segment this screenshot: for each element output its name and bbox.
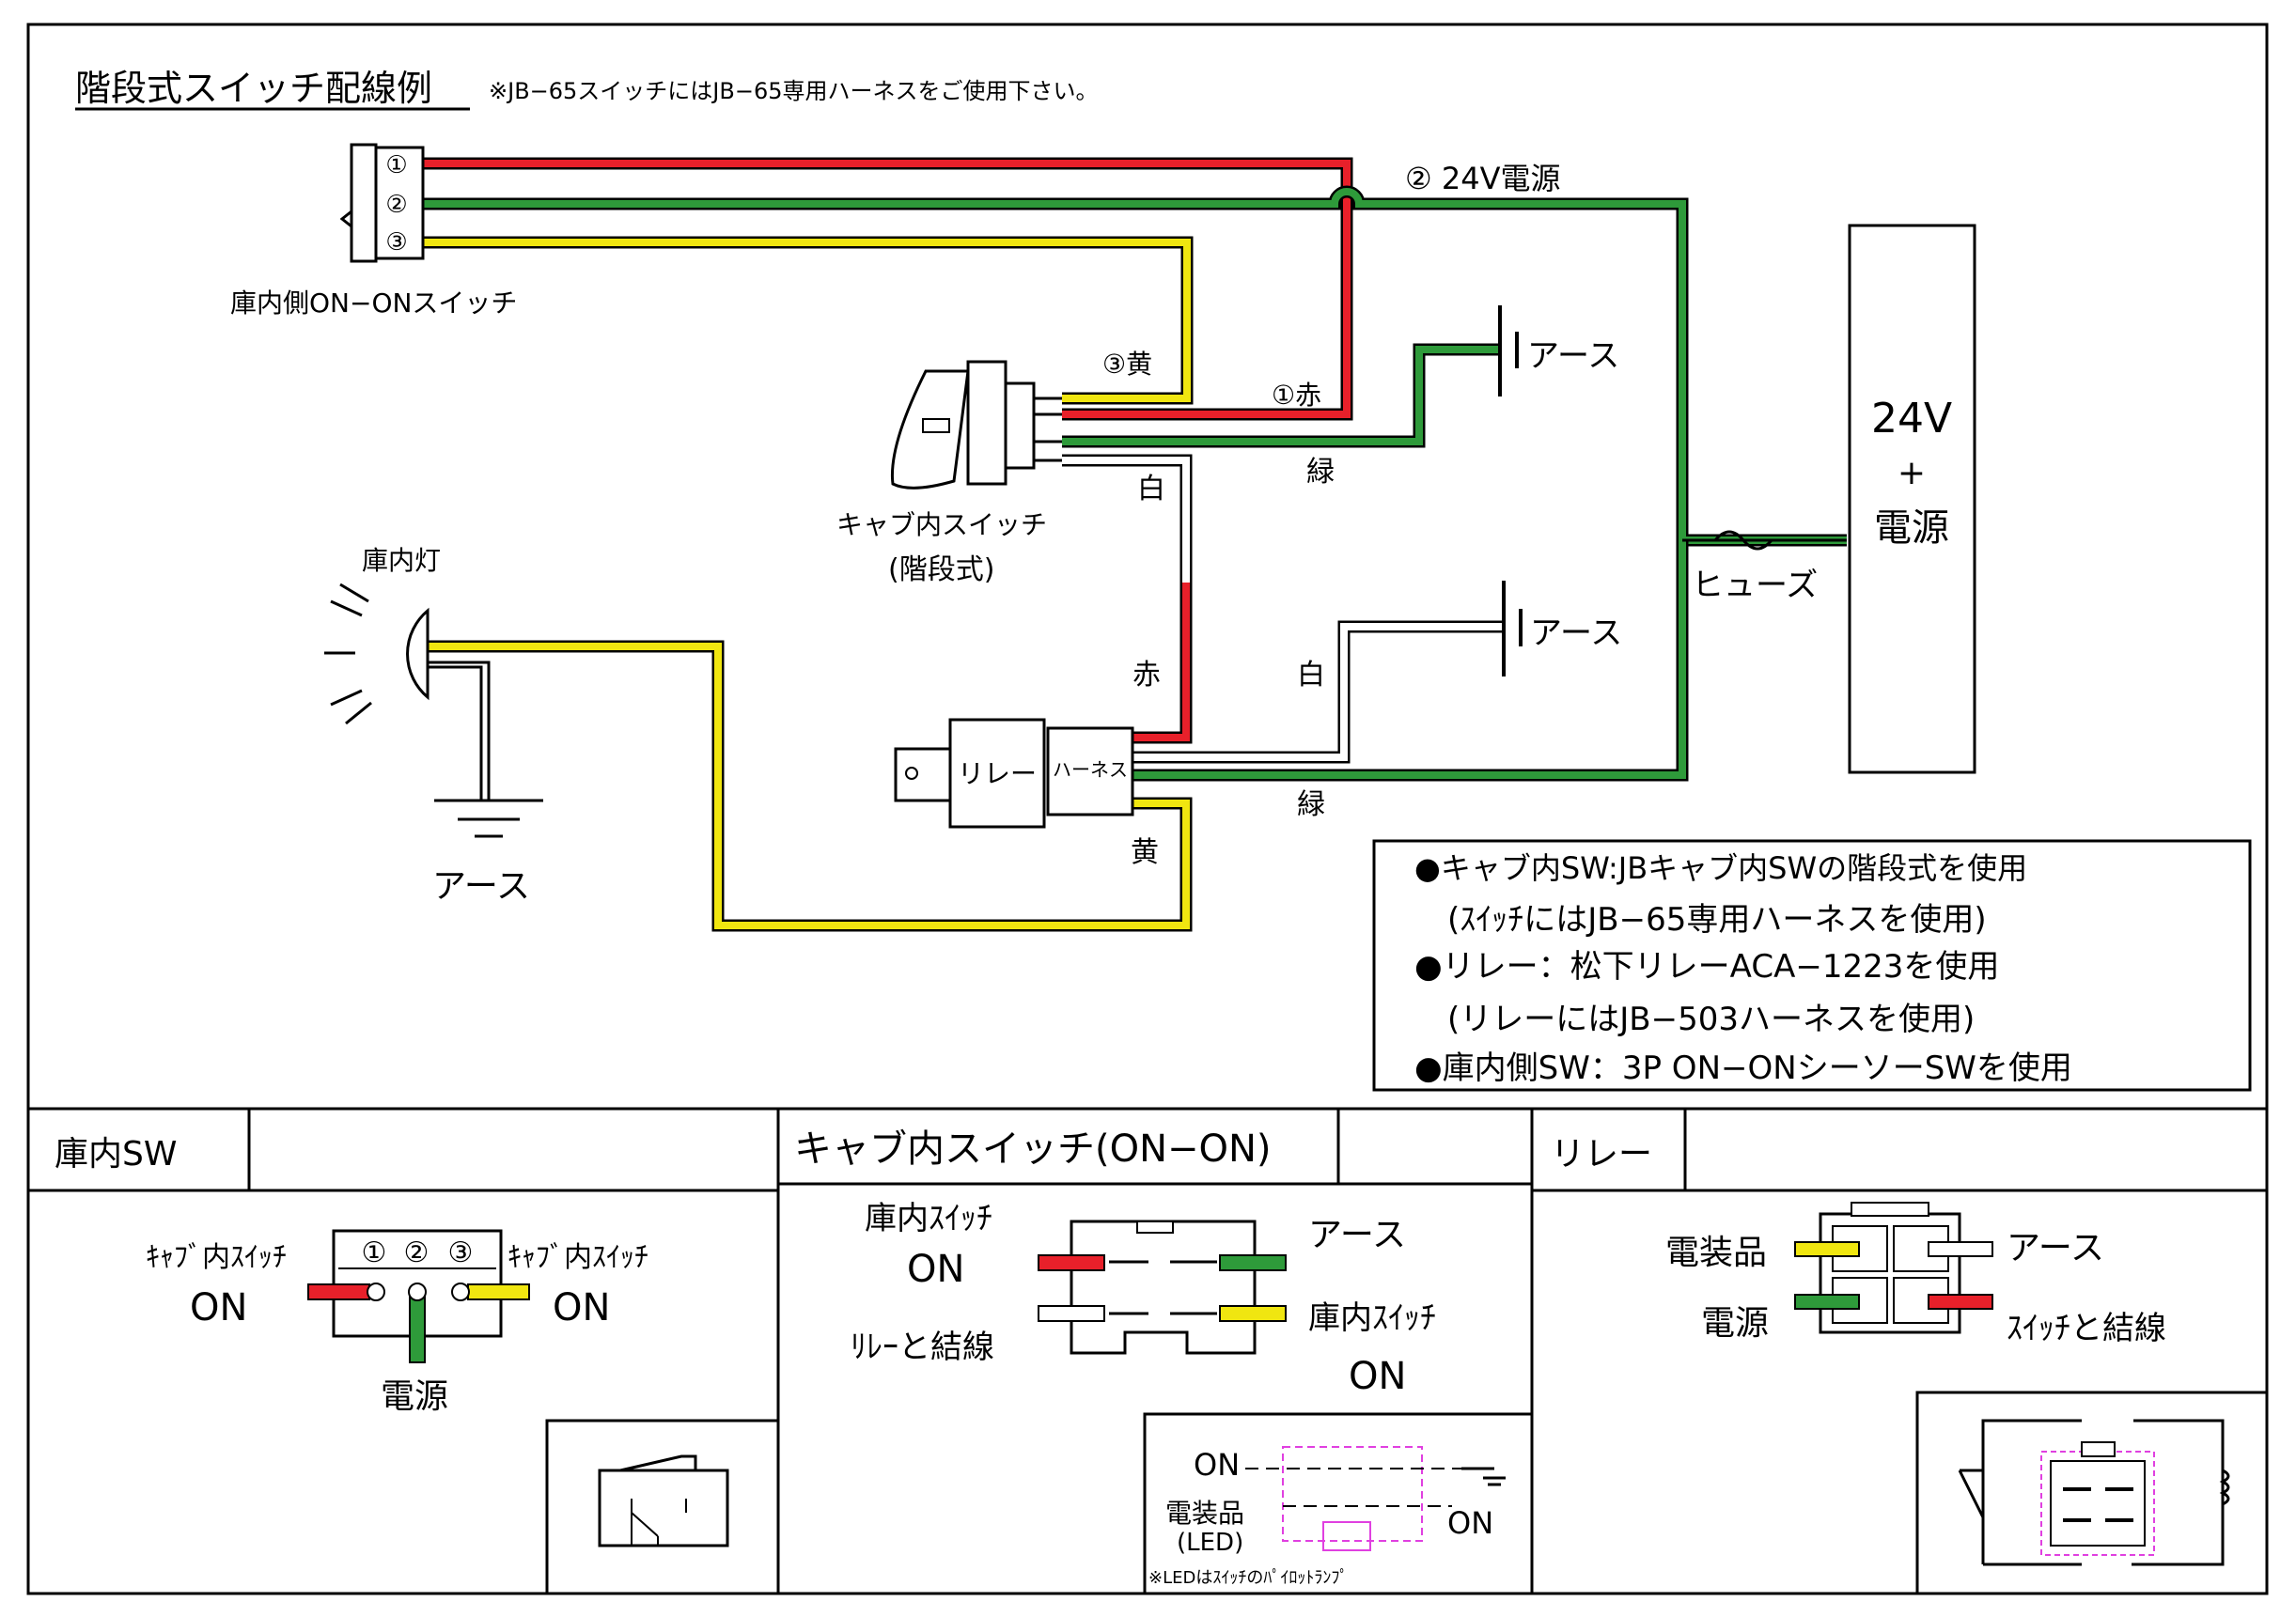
panel-left-title: 庫内SW: [55, 1135, 177, 1174]
panel-middle-br-label: 庫内ｽｲｯﾁ: [1308, 1299, 1436, 1337]
note-line-3: ●リレー：松下リレーACA−1223を使用: [1414, 948, 1999, 986]
ground-label-2: アース: [1530, 614, 1622, 652]
panel-middle-green-wire: [1219, 1254, 1287, 1271]
inset-note: ※LEDはｽｲｯﾁのﾊﾟｲﾛｯﾄﾗﾝﾌﾟ: [1148, 1568, 1348, 1588]
panel-left-red-wire: [307, 1283, 370, 1300]
wire-white-relay: [1062, 454, 1193, 744]
panel-middle-bl-label: ﾘﾚｰと結線: [851, 1329, 994, 1366]
cab-switch-label: キャブ内スイッチ: [836, 509, 1047, 540]
panel-left-pin-2: ②: [404, 1236, 430, 1269]
label-red-1: ①赤: [1272, 380, 1321, 411]
wire-red-1: [423, 157, 1353, 421]
panel-left-yellow-wire: [467, 1283, 530, 1300]
panel-right-br-label: ｽｲｯﾁと結線: [2007, 1310, 2166, 1347]
lamp-switch-label: 庫内側ON−ONスイッチ: [230, 288, 517, 319]
power-supply-box: [1848, 224, 1976, 774]
panel-middle-title-box: [776, 1107, 1340, 1186]
inset-on-top: ON: [1194, 1447, 1240, 1483]
note-line-4: (リレーにはJB−503ハーネスを使用): [1447, 1001, 1975, 1038]
note-line-5: ●庫内側SW：3P ON−ONシーソーSWを使用: [1414, 1049, 2072, 1087]
relay-label: リレー: [958, 758, 1037, 789]
inset-on-right: ON: [1447, 1505, 1493, 1541]
label-green: 緑: [1306, 456, 1335, 489]
lamp-icon: [324, 583, 543, 838]
lamp-switch-pin-3: ③: [385, 228, 407, 257]
notes-box: [1372, 839, 2252, 1092]
ground-icon: [1502, 581, 1523, 676]
cab-switch-connector-icon: [1070, 1220, 1257, 1355]
panel-left-terminal: [367, 1283, 385, 1301]
panel-right-title: リレー: [1551, 1135, 1652, 1174]
panel-right-tl-label: 電装品: [1665, 1234, 1767, 1272]
panel-left-terminal: [408, 1283, 427, 1301]
cab-switch-sub-label: (階段式): [888, 553, 994, 586]
inset-equip-label: 電装品: [1165, 1498, 1244, 1529]
label-white-2: 白: [1297, 659, 1325, 692]
cab-switch-icon: [890, 360, 1062, 490]
power-supply-plus: +: [1898, 454, 1926, 492]
wire-green-2: [423, 185, 1847, 547]
lamp-switch-icon: [339, 143, 425, 263]
panel-left-bottom-label: 電源: [381, 1377, 448, 1416]
panel-middle-tr-label: アース: [1308, 1216, 1406, 1254]
panel-left-right-on: ON: [553, 1286, 610, 1329]
label-white: 白: [1137, 473, 1165, 505]
label-yellow-3: ③黄: [1102, 349, 1152, 380]
panel-right-red-wire: [1928, 1294, 1993, 1310]
label-24v-power: ② 24V電源: [1405, 161, 1560, 196]
wire-green-ground: [1062, 343, 1500, 448]
panel-right-green-wire: [1794, 1294, 1860, 1310]
panel-left-terminal: [451, 1283, 470, 1301]
panel-left-pin-3: ③: [448, 1236, 474, 1269]
lamp-label: 庫内灯: [362, 545, 441, 576]
relay-schematic-icon: [1958, 1419, 2230, 1566]
fuse-label: ヒューズ: [1692, 567, 1818, 604]
wire-white-ground: [1132, 620, 1504, 764]
relay-harness-label: ハーネス: [1053, 758, 1128, 781]
panel-left-left-on: ON: [190, 1286, 247, 1329]
ground-icon: [1498, 305, 1519, 396]
lamp-ground-label: アース: [432, 867, 530, 906]
panel-left-pin-1: ①: [362, 1236, 387, 1269]
wire-yellow-lamp: [428, 640, 1193, 932]
page-title: 階段式スイッチ配線例: [75, 68, 432, 109]
relay-connector-icon: [1819, 1202, 1961, 1334]
panel-middle-tl-on: ON: [907, 1248, 964, 1291]
panel-right-bl-label: 電源: [1701, 1304, 1769, 1343]
panel-middle-br-on: ON: [1349, 1355, 1406, 1398]
header-note: ※JB−65スイッチにはJB−65専用ハーネスをご使用下さい。: [489, 78, 1099, 104]
note-line-2: (ｽｲｯﾁにはJB−65専用ハーネスを使用): [1447, 901, 1987, 939]
fuse-icon: [1682, 530, 1847, 551]
label-yellow: 黄: [1131, 836, 1159, 869]
panel-middle-tl-label: 庫内ｽｲｯﾁ: [865, 1200, 992, 1237]
panel-right-white-wire: [1928, 1241, 1993, 1257]
led-outline: [1282, 1446, 1423, 1542]
panel-left-left-label: ｷｬﾌﾞ内ｽｲｯﾁ: [146, 1241, 287, 1274]
panel-middle-yellow-wire: [1219, 1305, 1287, 1322]
panel-middle-title: キャブ内スイッチ(ON−ON): [794, 1127, 1272, 1171]
power-supply-voltage: 24V: [1871, 395, 1952, 443]
power-supply-label: 電源: [1874, 506, 1949, 550]
panel-middle-white-wire: [1038, 1305, 1105, 1322]
lamp-switch-pin-1: ①: [385, 151, 407, 179]
panel-middle-inset: [1143, 1412, 1534, 1595]
relay-icon: [894, 718, 1134, 829]
panel-left-right-label: ｷｬﾌﾞ内ｽｲｯﾁ: [508, 1241, 648, 1274]
panel-right-tr-label: アース: [2007, 1229, 2104, 1267]
inset-led-label: (LED): [1177, 1529, 1243, 1557]
lamp-switch-pin-2: ②: [385, 191, 407, 219]
note-line-1: ●キャブ内SW:JBキャブ内SWの階段式を使用: [1414, 850, 2027, 886]
label-green-2: 緑: [1297, 788, 1325, 821]
panel-right-yellow-wire: [1794, 1241, 1860, 1257]
wire-green-relay: [1132, 540, 1689, 782]
panel-middle-red-wire: [1038, 1254, 1105, 1271]
ground-label-1: アース: [1527, 337, 1619, 375]
led-tab: [1322, 1521, 1371, 1551]
wire-yellow-3: [423, 236, 1194, 405]
label-red: 赤: [1132, 659, 1161, 692]
rocker-switch-icon: [598, 1454, 729, 1547]
panel-left-green-wire: [409, 1296, 426, 1363]
